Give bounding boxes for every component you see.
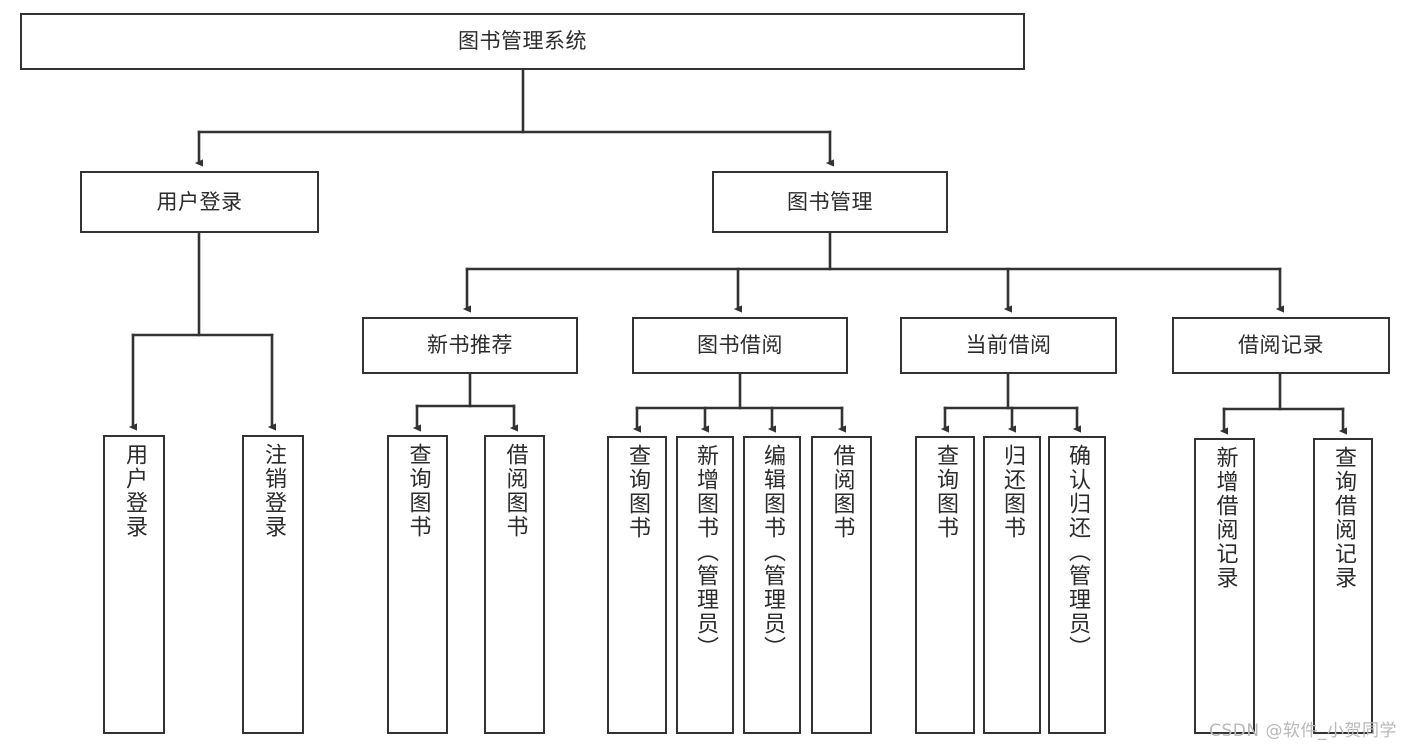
node-root-label: 图书管理系统: [458, 29, 587, 54]
leaf-user-login-label: 用户登录: [122, 443, 147, 539]
leaf-borrow-book-1[interactable]: 借阅图书: [484, 435, 545, 734]
leaf-query-book-2[interactable]: 查询图书: [607, 436, 667, 734]
leaf-return-book-label: 归还图书: [1000, 444, 1025, 540]
leaf-return-book[interactable]: 归还图书: [983, 436, 1041, 734]
leaf-user-login[interactable]: 用户登录: [103, 435, 165, 734]
leaf-logout-label: 注销登录: [261, 443, 286, 539]
node-root[interactable]: 图书管理系统: [20, 13, 1025, 70]
leaf-query-record-label: 查询借阅记录: [1331, 446, 1356, 590]
node-book-manage-label: 图书管理: [787, 189, 873, 214]
node-current-borrow-label: 当前借阅: [965, 333, 1052, 358]
leaf-add-book-label: 新增图书（管理员）: [693, 444, 718, 660]
node-borrow-record[interactable]: 借阅记录: [1172, 317, 1390, 374]
leaf-edit-book-label: 编辑图书（管理员）: [760, 444, 785, 660]
node-book-borrow-label: 图书借阅: [697, 333, 783, 358]
leaf-borrow-book-2-label: 借阅图书: [829, 444, 855, 540]
node-new-book-recommend[interactable]: 新书推荐: [362, 317, 578, 374]
leaf-borrow-book-2[interactable]: 借阅图书: [811, 436, 872, 734]
node-user-login[interactable]: 用户登录: [80, 171, 319, 233]
node-book-borrow[interactable]: 图书借阅: [632, 317, 848, 374]
node-user-login-label: 用户登录: [156, 189, 243, 214]
leaf-query-book-3[interactable]: 查询图书: [915, 436, 975, 734]
node-book-manage[interactable]: 图书管理: [712, 171, 948, 233]
leaf-query-book-2-label: 查询图书: [625, 444, 650, 540]
node-current-borrow[interactable]: 当前借阅: [900, 317, 1117, 374]
leaf-query-book-1[interactable]: 查询图书: [387, 435, 448, 734]
leaf-query-record[interactable]: 查询借阅记录: [1313, 438, 1373, 734]
node-new-book-recommend-label: 新书推荐: [427, 333, 513, 358]
leaf-edit-book[interactable]: 编辑图书（管理员）: [743, 436, 801, 734]
leaf-query-book-1-label: 查询图书: [405, 443, 431, 539]
leaf-logout[interactable]: 注销登录: [242, 435, 304, 734]
leaf-add-record[interactable]: 新增借阅记录: [1194, 438, 1255, 734]
csdn-watermark: CSDN @软件_小贺同学: [1209, 721, 1397, 741]
leaf-borrow-book-1-label: 借阅图书: [502, 443, 528, 539]
leaf-confirm-return[interactable]: 确认归还（管理员）: [1048, 436, 1106, 734]
leaf-add-record-label: 新增借阅记录: [1212, 446, 1238, 590]
node-borrow-record-label: 借阅记录: [1238, 333, 1324, 358]
leaf-confirm-return-label: 确认归还（管理员）: [1065, 444, 1090, 660]
leaf-query-book-3-label: 查询图书: [933, 444, 958, 540]
leaf-add-book[interactable]: 新增图书（管理员）: [676, 436, 734, 734]
